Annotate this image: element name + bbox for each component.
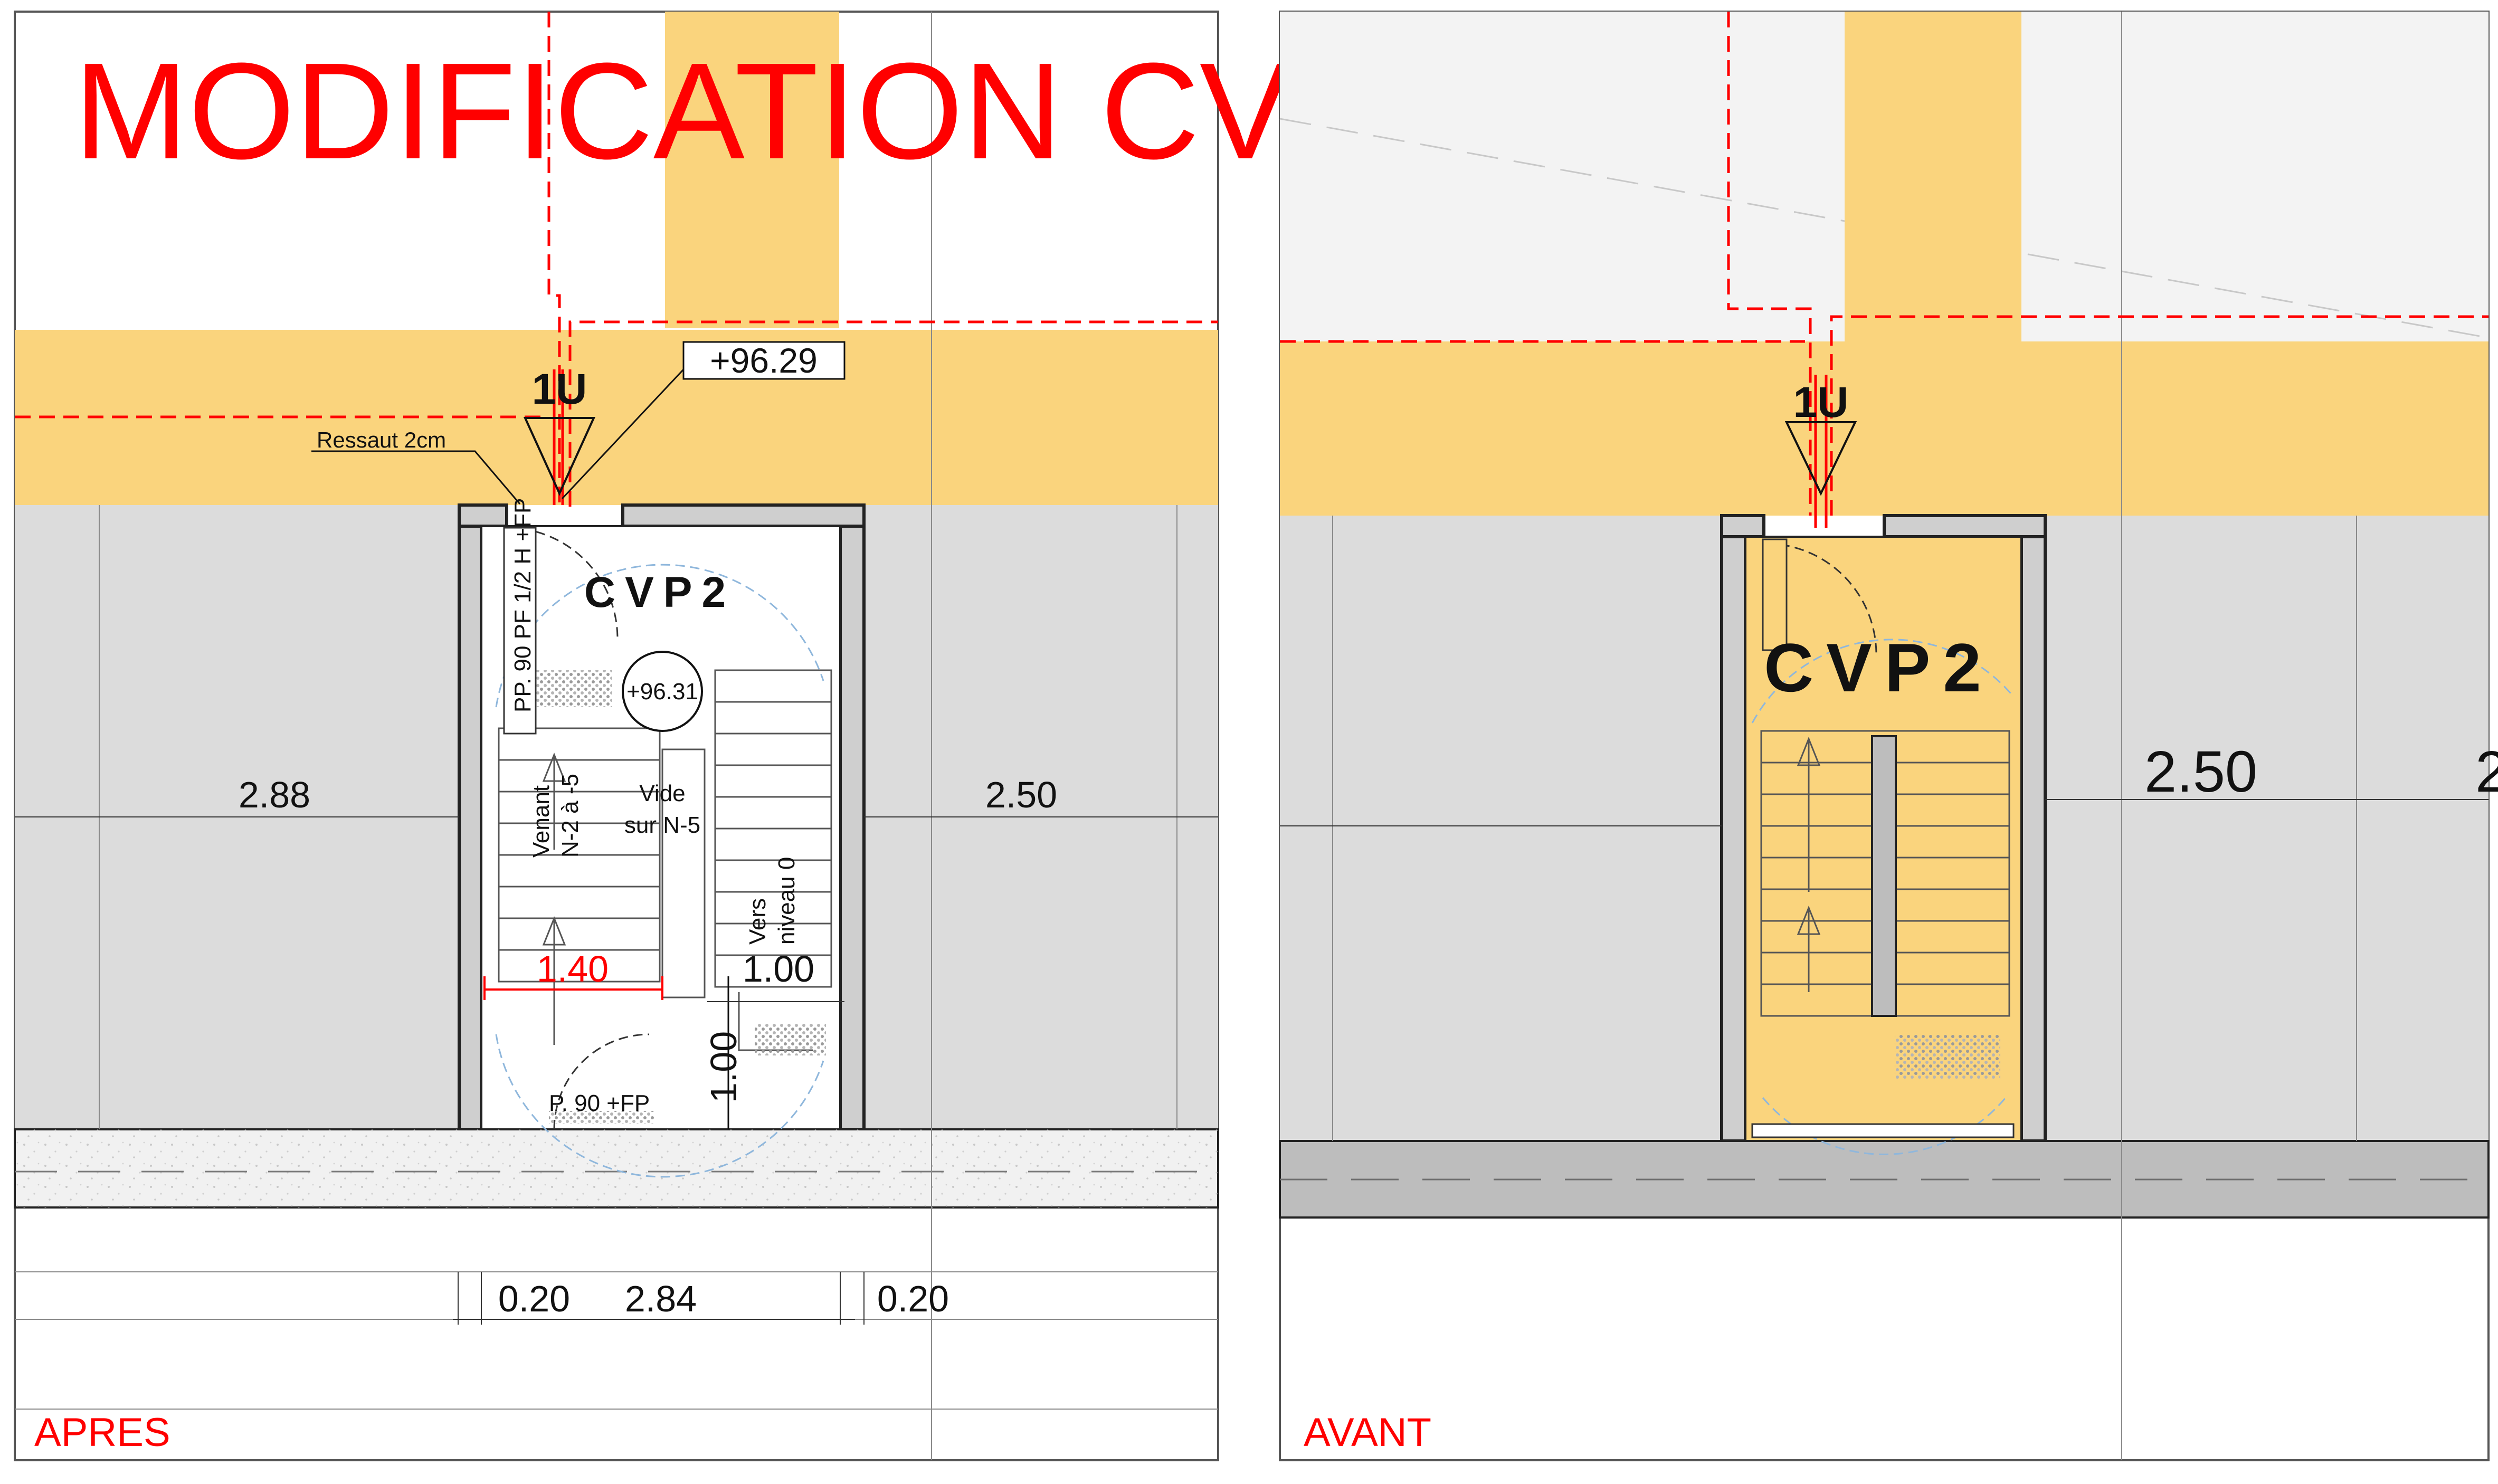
apres-unit-marker: 1U (532, 365, 587, 413)
apres-level-tag-box (682, 341, 846, 380)
apres-threshold (549, 1111, 654, 1124)
apres-vide-line1: Vide (639, 781, 685, 806)
apres-vide-line2: sur N-5 (624, 812, 700, 838)
avant-unit-marker: 1U (1793, 378, 1849, 426)
page-title: MODIFICATION CVP2 (74, 35, 1459, 188)
apres-dim-inner: 2.84 (625, 1278, 697, 1319)
avant-level-triangle (1784, 421, 1857, 496)
avant-room-name: CVP2 (1764, 629, 1994, 706)
panel-avant: 1U CVP2 2.50 2 AVANT (1279, 11, 2498, 1461)
apres-dim-landing-v: 1.00 (703, 1031, 744, 1103)
apres-venant-line1: Venant (528, 785, 554, 858)
avant-dimension-lines (1280, 799, 2488, 826)
avant-dim-edge: 2 (2475, 739, 2498, 804)
avant-panel-label: AVANT (1304, 1410, 1431, 1455)
apres-dim-landing-h: 1.00 (743, 948, 814, 990)
apres-red-dimension (483, 976, 663, 1000)
apres-venant-line2: N-2 à -5 (557, 774, 583, 858)
avant-room-right (2045, 516, 2488, 1141)
apres-level-circle (622, 651, 703, 732)
apres-ressaut-note: Ressaut 2cm (317, 427, 446, 452)
avant-stair-steps (1751, 543, 2015, 1155)
apres-dim-wall-left: 0.20 (498, 1278, 570, 1319)
apres-level-circle-text: +96.31 (626, 679, 698, 705)
apres-door-swings (495, 527, 824, 1178)
apres-room-name: CVP2 (584, 568, 735, 616)
apres-dim-wall-right: 0.20 (877, 1278, 949, 1319)
avant-door-leaf (1762, 538, 1788, 651)
avant-corridor-vertical (1845, 12, 2021, 341)
avant-central-wall (1871, 735, 1897, 1017)
apres-dimension-lines (15, 816, 1218, 1325)
apres-dim-right: 2.50 (985, 774, 1057, 815)
avant-red-network (1280, 12, 2488, 528)
apres-dim-red: 1.40 (537, 948, 609, 990)
apres-stair-steps (498, 669, 832, 1055)
avant-room-left (1280, 516, 1722, 1141)
avant-bottom-threshold (1751, 1123, 2015, 1138)
apres-vers-line2: niveau 0 (774, 857, 800, 945)
apres-vers-line1: Vers (745, 898, 771, 945)
avant-dim-right: 2.50 (2144, 739, 2257, 804)
panel-apres: MODIFICATION CVP2 1U +96.29 Ressaut 2cm … (14, 11, 1459, 1461)
apres-corridor-vertical (665, 12, 839, 328)
apres-panel-label: APRES (34, 1410, 170, 1455)
apres-level-triangle (523, 417, 596, 496)
apres-door-leaf (503, 527, 537, 735)
apres-door-top-note: PP. 90 PF 1/2 H +FP (510, 498, 536, 712)
apres-dim-left: 2.88 (239, 774, 310, 815)
avant-corridor-band (1280, 341, 2488, 516)
apres-door-bottom-note: P. 90 +FP (549, 1090, 650, 1116)
apres-level-tag: +96.29 (710, 341, 818, 380)
